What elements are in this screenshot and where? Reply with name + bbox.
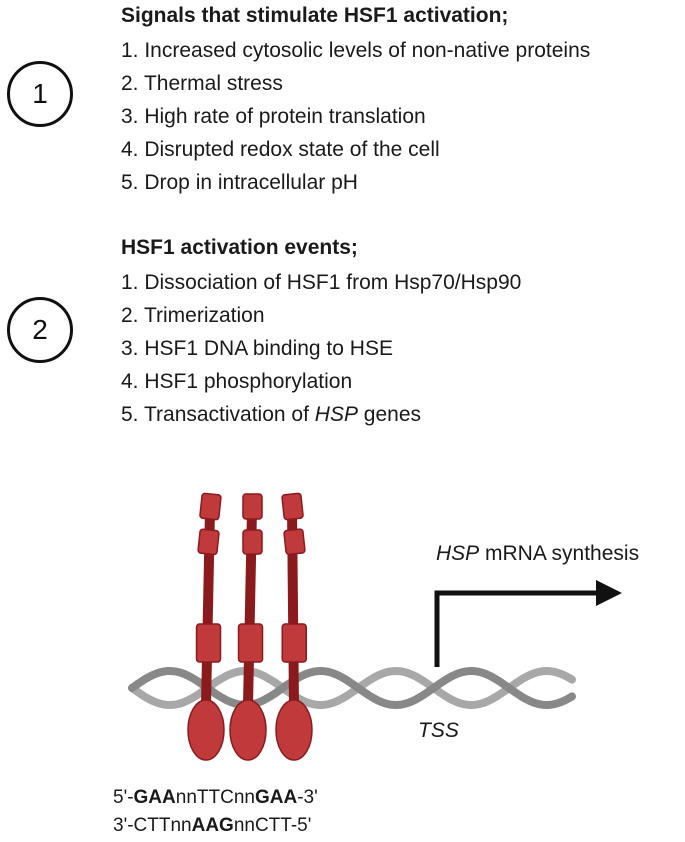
activation-events-list: HSF1 activation events; 1. Dissociation …	[121, 236, 521, 431]
signal-item: 1. Increased cytosolic levels of non-nat…	[121, 39, 591, 62]
dna-double-helix	[128, 666, 576, 710]
hsf1-middle-domain-1	[195, 623, 222, 663]
transcription-arrow	[434, 580, 622, 667]
tss-arrow-line	[434, 590, 598, 667]
hse-sequence-text: -3'	[297, 787, 318, 808]
event-item-5-suffix: genes	[357, 403, 422, 426]
event-item-5-prefix: 5. Transactivation of	[121, 403, 315, 426]
event-item: 3. HSF1 DNA binding to HSE	[121, 337, 393, 360]
event-item: 4. HSF1 phosphorylation	[121, 370, 353, 393]
hsf1-trimer	[187, 492, 313, 761]
step-2-circle: 2	[7, 297, 73, 363]
hse-sequence-text: 3'-CTTnn	[113, 815, 192, 836]
hse-sequence-text: nnTTCnn	[175, 787, 255, 808]
hse-sequence-top-strand: 5'-GAAnnTTCnnGAA-3'	[113, 785, 318, 810]
hsf1-middle-domain-2	[237, 623, 264, 663]
hsp-mrna-synthesis-label: HSP mRNA synthesis	[436, 542, 639, 566]
event-item-transactivation: 5. Transactivation of HSP genes	[121, 398, 521, 431]
tss-label: TSS	[418, 719, 459, 742]
events-heading: HSF1 activation events;	[121, 236, 358, 259]
hsf1-top-domain-1	[199, 492, 222, 521]
signal-item: 4. Disrupted redox state of the cell	[121, 138, 440, 161]
hse-sequence-bottom-strand: 3'-CTTnnAAGnnCTT-5'	[113, 813, 311, 838]
hsf1-trimerization-domain-2	[242, 529, 263, 555]
event-item: 1. Dissociation of HSF1 from Hsp70/Hsp90	[121, 271, 522, 294]
hse-motif-bold: AAG	[191, 815, 234, 836]
step-1-circle: 1	[7, 61, 73, 127]
activation-signals-list: Signals that stimulate HSF1 activation; …	[121, 4, 590, 199]
hse-motif-bold: GAA	[254, 787, 298, 808]
hse-sequence-text: 5'-	[113, 787, 134, 808]
hse-sequence-text: nnCTT-5'	[233, 815, 312, 836]
signals-heading: Signals that stimulate HSF1 activation;	[121, 4, 509, 27]
event-item-5-gene: HSP	[314, 403, 358, 426]
signal-item: 5. Drop in intracellular pH	[121, 171, 358, 194]
hsf1-dna-binding-domain-1	[187, 699, 225, 761]
event-item: 2. Trimerization	[121, 304, 265, 327]
signal-item: 2. Thermal stress	[121, 72, 283, 95]
step-2-number: 2	[32, 314, 48, 345]
hsf1-middle-domain-3	[281, 623, 307, 663]
signal-item: 3. High rate of protein translation	[121, 105, 426, 128]
hsf1-dna-binding-domain-3	[275, 699, 313, 761]
hsf1-trimerization-domain-1	[197, 528, 220, 556]
hsf1-top-domain-3	[281, 492, 304, 521]
hsp-label-gene: HSP	[436, 542, 480, 565]
hsf1-dna-binding-domain-2	[229, 699, 267, 761]
hsf1-trimerization-domain-3	[283, 528, 306, 556]
hsp-label-rest: mRNA synthesis	[479, 542, 640, 565]
tss-arrow-head	[596, 580, 622, 606]
step-1-number: 1	[32, 78, 48, 109]
hse-motif-bold: GAA	[133, 787, 176, 808]
hsf1-top-domain-2	[242, 493, 263, 520]
dna-strand-front	[128, 667, 576, 710]
